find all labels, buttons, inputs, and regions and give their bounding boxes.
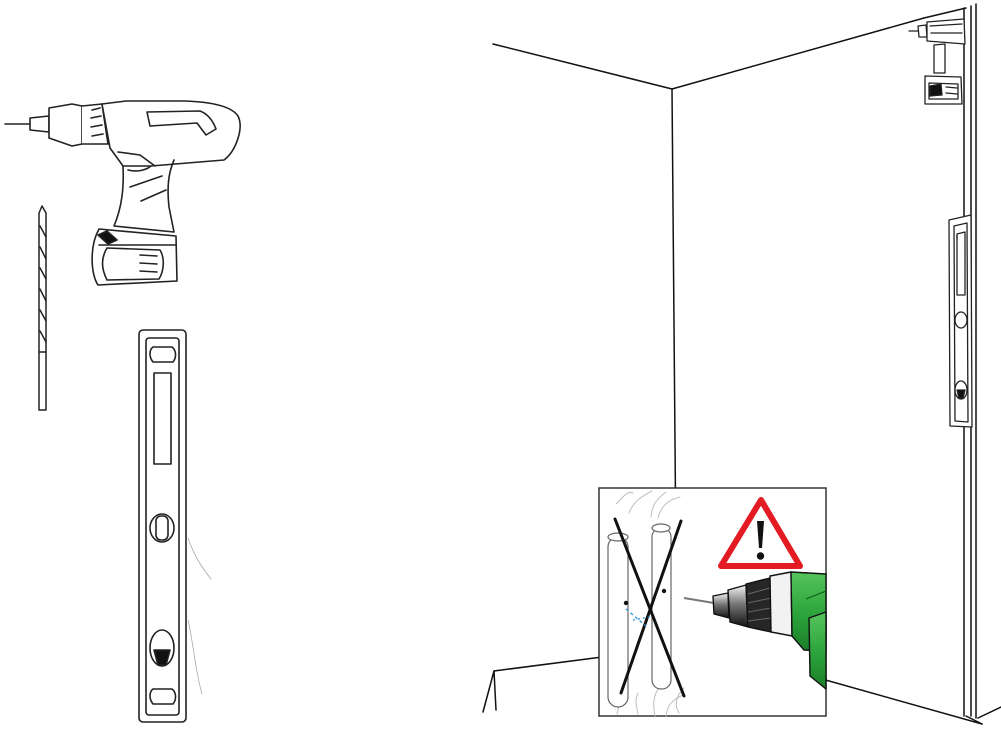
mounted-level-icon (949, 215, 972, 427)
pipe-icon (652, 524, 671, 689)
spirit-level-icon (139, 330, 211, 722)
mounted-drill-icon (909, 19, 965, 104)
warning-inset (599, 488, 826, 716)
drill-bit-icon (39, 206, 46, 410)
